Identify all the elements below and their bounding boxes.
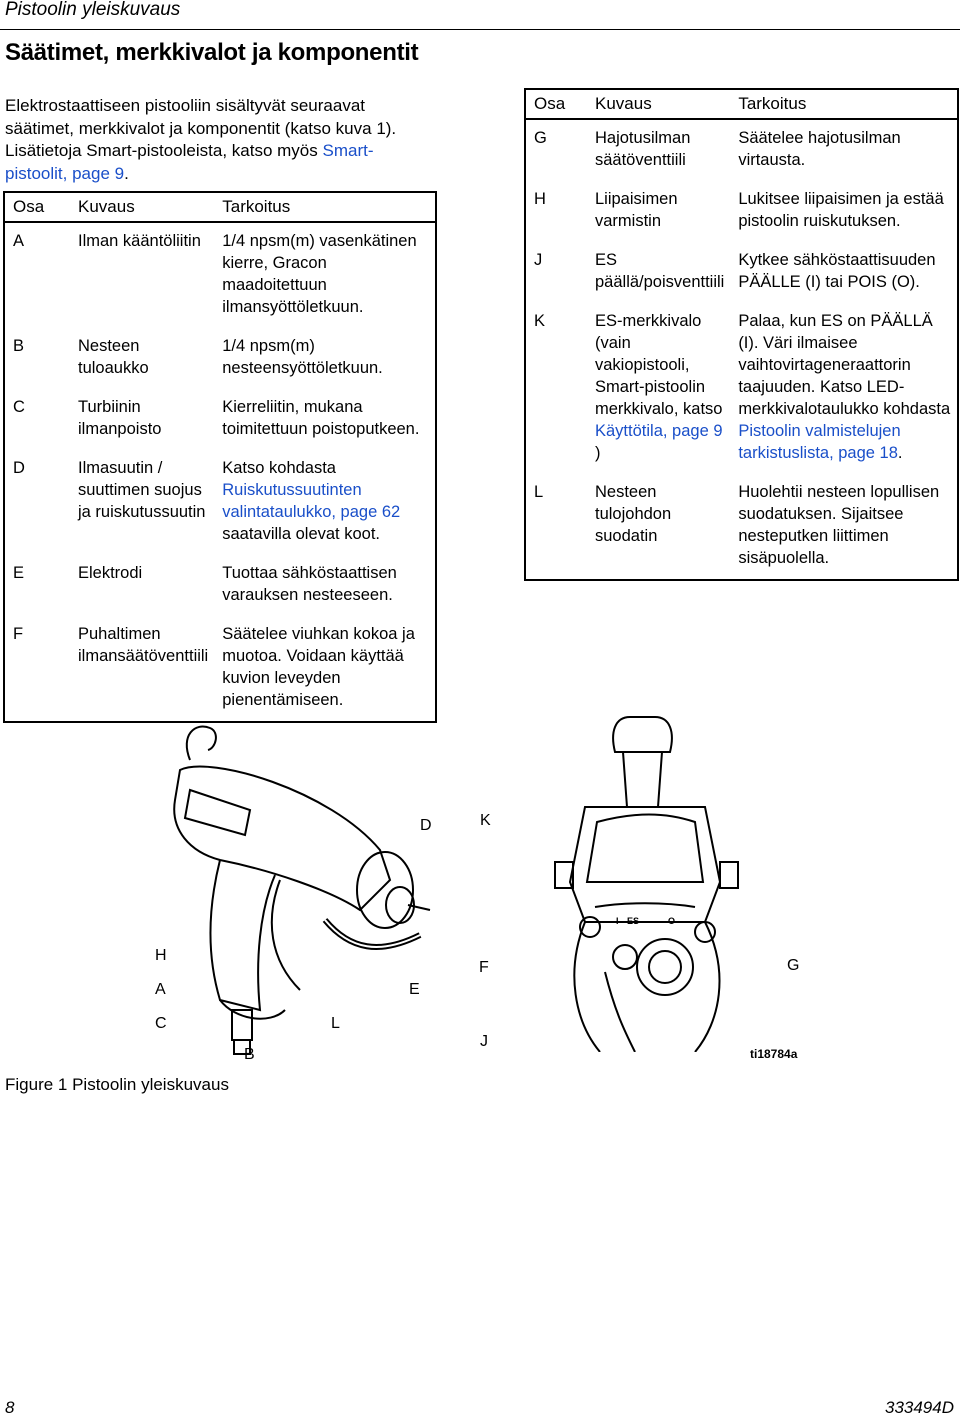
purpose-text: saatavilla olevat koot.	[222, 525, 380, 543]
cell-part: L	[534, 483, 544, 501]
header-rule	[0, 29, 960, 30]
callout-c: C	[155, 1015, 167, 1032]
intro-link-smart-guns[interactable]: Smart-pistoolit, page 9	[5, 141, 374, 183]
table-row: A Ilman kääntöliitin 1/4 npsm(m) vasenkä…	[4, 222, 436, 328]
switch-label-es: ES	[627, 916, 639, 926]
callout-f: F	[479, 959, 489, 976]
table-row: F Puhaltimen ilmansäätöventtiili Säätele…	[4, 616, 436, 722]
cell-purpose: Kierreliitin, mukana toimitettuun poisto…	[222, 398, 420, 438]
spray-gun-rear-illustration: ES I O	[554, 716, 739, 1052]
description-text: )	[595, 444, 601, 462]
table-row: D Ilmasuutin / suuttimen suojus ja ruisk…	[4, 450, 436, 555]
callout-a: A	[155, 981, 166, 998]
cell-part: H	[534, 190, 546, 208]
intro-paragraph: Elektrostaattiseen pistooliin sisältyvät…	[5, 95, 415, 185]
figure-code: ti18784a	[750, 1047, 798, 1061]
purpose-text: Katso kohdasta	[222, 459, 336, 477]
callout-d: D	[420, 817, 432, 834]
link-operating-mode[interactable]: Käyttötila, page 9	[595, 422, 723, 440]
cell-description: Nesteen tuloaukko	[78, 337, 149, 377]
col-header-purpose: Tarkoitus	[730, 89, 958, 120]
cell-purpose: Huolehtii nesteen lopullisen suodatuksen…	[738, 483, 940, 567]
figure-caption: Figure 1 Pistoolin yleiskuvaus	[5, 1075, 229, 1094]
col-header-description: Kuvaus	[587, 89, 731, 120]
cell-purpose: Tuottaa sähköstaattisen varauksen nestee…	[222, 564, 397, 604]
intro-after: .	[124, 163, 129, 183]
parts-table-left: Osa Kuvaus Tarkoitus A Ilman kääntöliiti…	[3, 191, 437, 723]
cell-description: Liipaisimen varmistin	[595, 190, 678, 230]
cell-purpose: Palaa, kun ES on PÄÄLLÄ (I). Väri ilmais…	[730, 303, 958, 474]
spray-gun-side-illustration	[173, 725, 431, 1055]
table-row: C Turbiinin ilmanpoisto Kierreliitin, mu…	[4, 389, 436, 450]
cell-description: Nesteen tulojohdon suodatin	[595, 483, 672, 545]
callout-k: K	[480, 812, 491, 829]
description-text: ES-merkkivalo (vain vakiopistooli, Smart…	[595, 312, 723, 418]
callout-g: G	[787, 957, 800, 974]
cell-purpose: 1/4 npsm(m) nesteensyöttöletkuun.	[222, 337, 383, 377]
cell-part: D	[13, 459, 25, 477]
link-nozzle-table[interactable]: Ruiskutussuutinten valintataulukko, page…	[222, 481, 401, 521]
cell-description: Ilman kääntöliitin	[78, 232, 201, 250]
cell-part: G	[534, 129, 547, 147]
table-row: J ES päällä/poisventtiili Kytkee sähköst…	[525, 242, 958, 303]
cell-description: Turbiinin ilmanpoisto	[78, 398, 162, 438]
callout-h: H	[155, 947, 167, 964]
table-row: H Liipaisimen varmistin Lukitsee liipais…	[525, 181, 958, 242]
table-header-row: Osa Kuvaus Tarkoitus	[525, 89, 958, 120]
table-row: G Hajotusilman säätöventtiili Säätelee h…	[525, 119, 958, 181]
switch-label-off: O	[668, 916, 675, 926]
cell-part: C	[13, 398, 25, 416]
table-header-row: Osa Kuvaus Tarkoitus	[4, 192, 436, 223]
cell-description: ES-merkkivalo (vain vakiopistooli, Smart…	[587, 303, 730, 474]
cell-purpose: Säätelee viuhkan kokoa ja muotoa. Voidaa…	[222, 625, 415, 709]
page-number: 8	[5, 1398, 15, 1417]
callout-l: L	[331, 1015, 340, 1032]
col-header-part: Osa	[525, 89, 587, 120]
section-title: Säätimet, merkkivalot ja komponentit	[5, 39, 419, 66]
cell-description: Ilmasuutin / suuttimen suojus ja ruiskut…	[78, 459, 206, 521]
cell-purpose: Katso kohdasta Ruiskutussuutinten valint…	[214, 450, 436, 555]
callout-b: B	[244, 1046, 255, 1063]
cell-description: Elektrodi	[78, 564, 143, 582]
cell-purpose: Kytkee sähköstaattisuuden PÄÄLLE (I) tai…	[738, 251, 936, 291]
cell-purpose: Säätelee hajotusilman virtausta.	[738, 129, 901, 169]
table-row: K ES-merkkivalo (vain vakiopistooli, Sma…	[525, 303, 958, 474]
cell-part: B	[13, 337, 25, 355]
parts-table-right: Osa Kuvaus Tarkoitus G Hajotusilman säät…	[524, 88, 959, 581]
cell-description: Hajotusilman säätöventtiili	[595, 129, 691, 169]
col-header-description: Kuvaus	[70, 192, 215, 223]
cell-purpose: Lukitsee liipaisimen ja estää pistoolin …	[738, 190, 944, 230]
cell-part: E	[13, 564, 25, 582]
cell-description: ES päällä/poisventtiili	[595, 251, 725, 291]
document-id: 333494D	[884, 1398, 954, 1417]
purpose-text: Palaa, kun ES on PÄÄLLÄ (I). Väri ilmais…	[738, 312, 951, 418]
cell-part: K	[534, 312, 546, 330]
cell-description: Puhaltimen ilmansäätöventtiili	[78, 625, 209, 665]
link-gun-checklist[interactable]: Pistoolin valmistelujen tarkistuslista, …	[738, 422, 901, 462]
cell-part: F	[13, 625, 24, 643]
callout-e: E	[409, 981, 420, 998]
running-header: Pistoolin yleiskuvaus	[5, 0, 181, 20]
table-row: L Nesteen tulojohdon suodatin Huolehtii …	[525, 474, 958, 580]
callout-j: J	[480, 1033, 488, 1050]
col-header-purpose: Tarkoitus	[214, 192, 436, 223]
table-row: E Elektrodi Tuottaa sähköstaattisen vara…	[4, 555, 436, 616]
cell-purpose: 1/4 npsm(m) vasenkätinen kierre, Gracon …	[222, 232, 417, 316]
table-row: B Nesteen tuloaukko 1/4 npsm(m) nesteens…	[4, 328, 436, 389]
purpose-text: .	[897, 444, 903, 462]
switch-label-on: I	[616, 916, 619, 926]
cell-part: A	[13, 232, 25, 250]
col-header-part: Osa	[4, 192, 70, 223]
intro-text: Elektrostaattiseen pistooliin sisältyvät…	[5, 96, 397, 160]
cell-part: J	[534, 251, 543, 269]
